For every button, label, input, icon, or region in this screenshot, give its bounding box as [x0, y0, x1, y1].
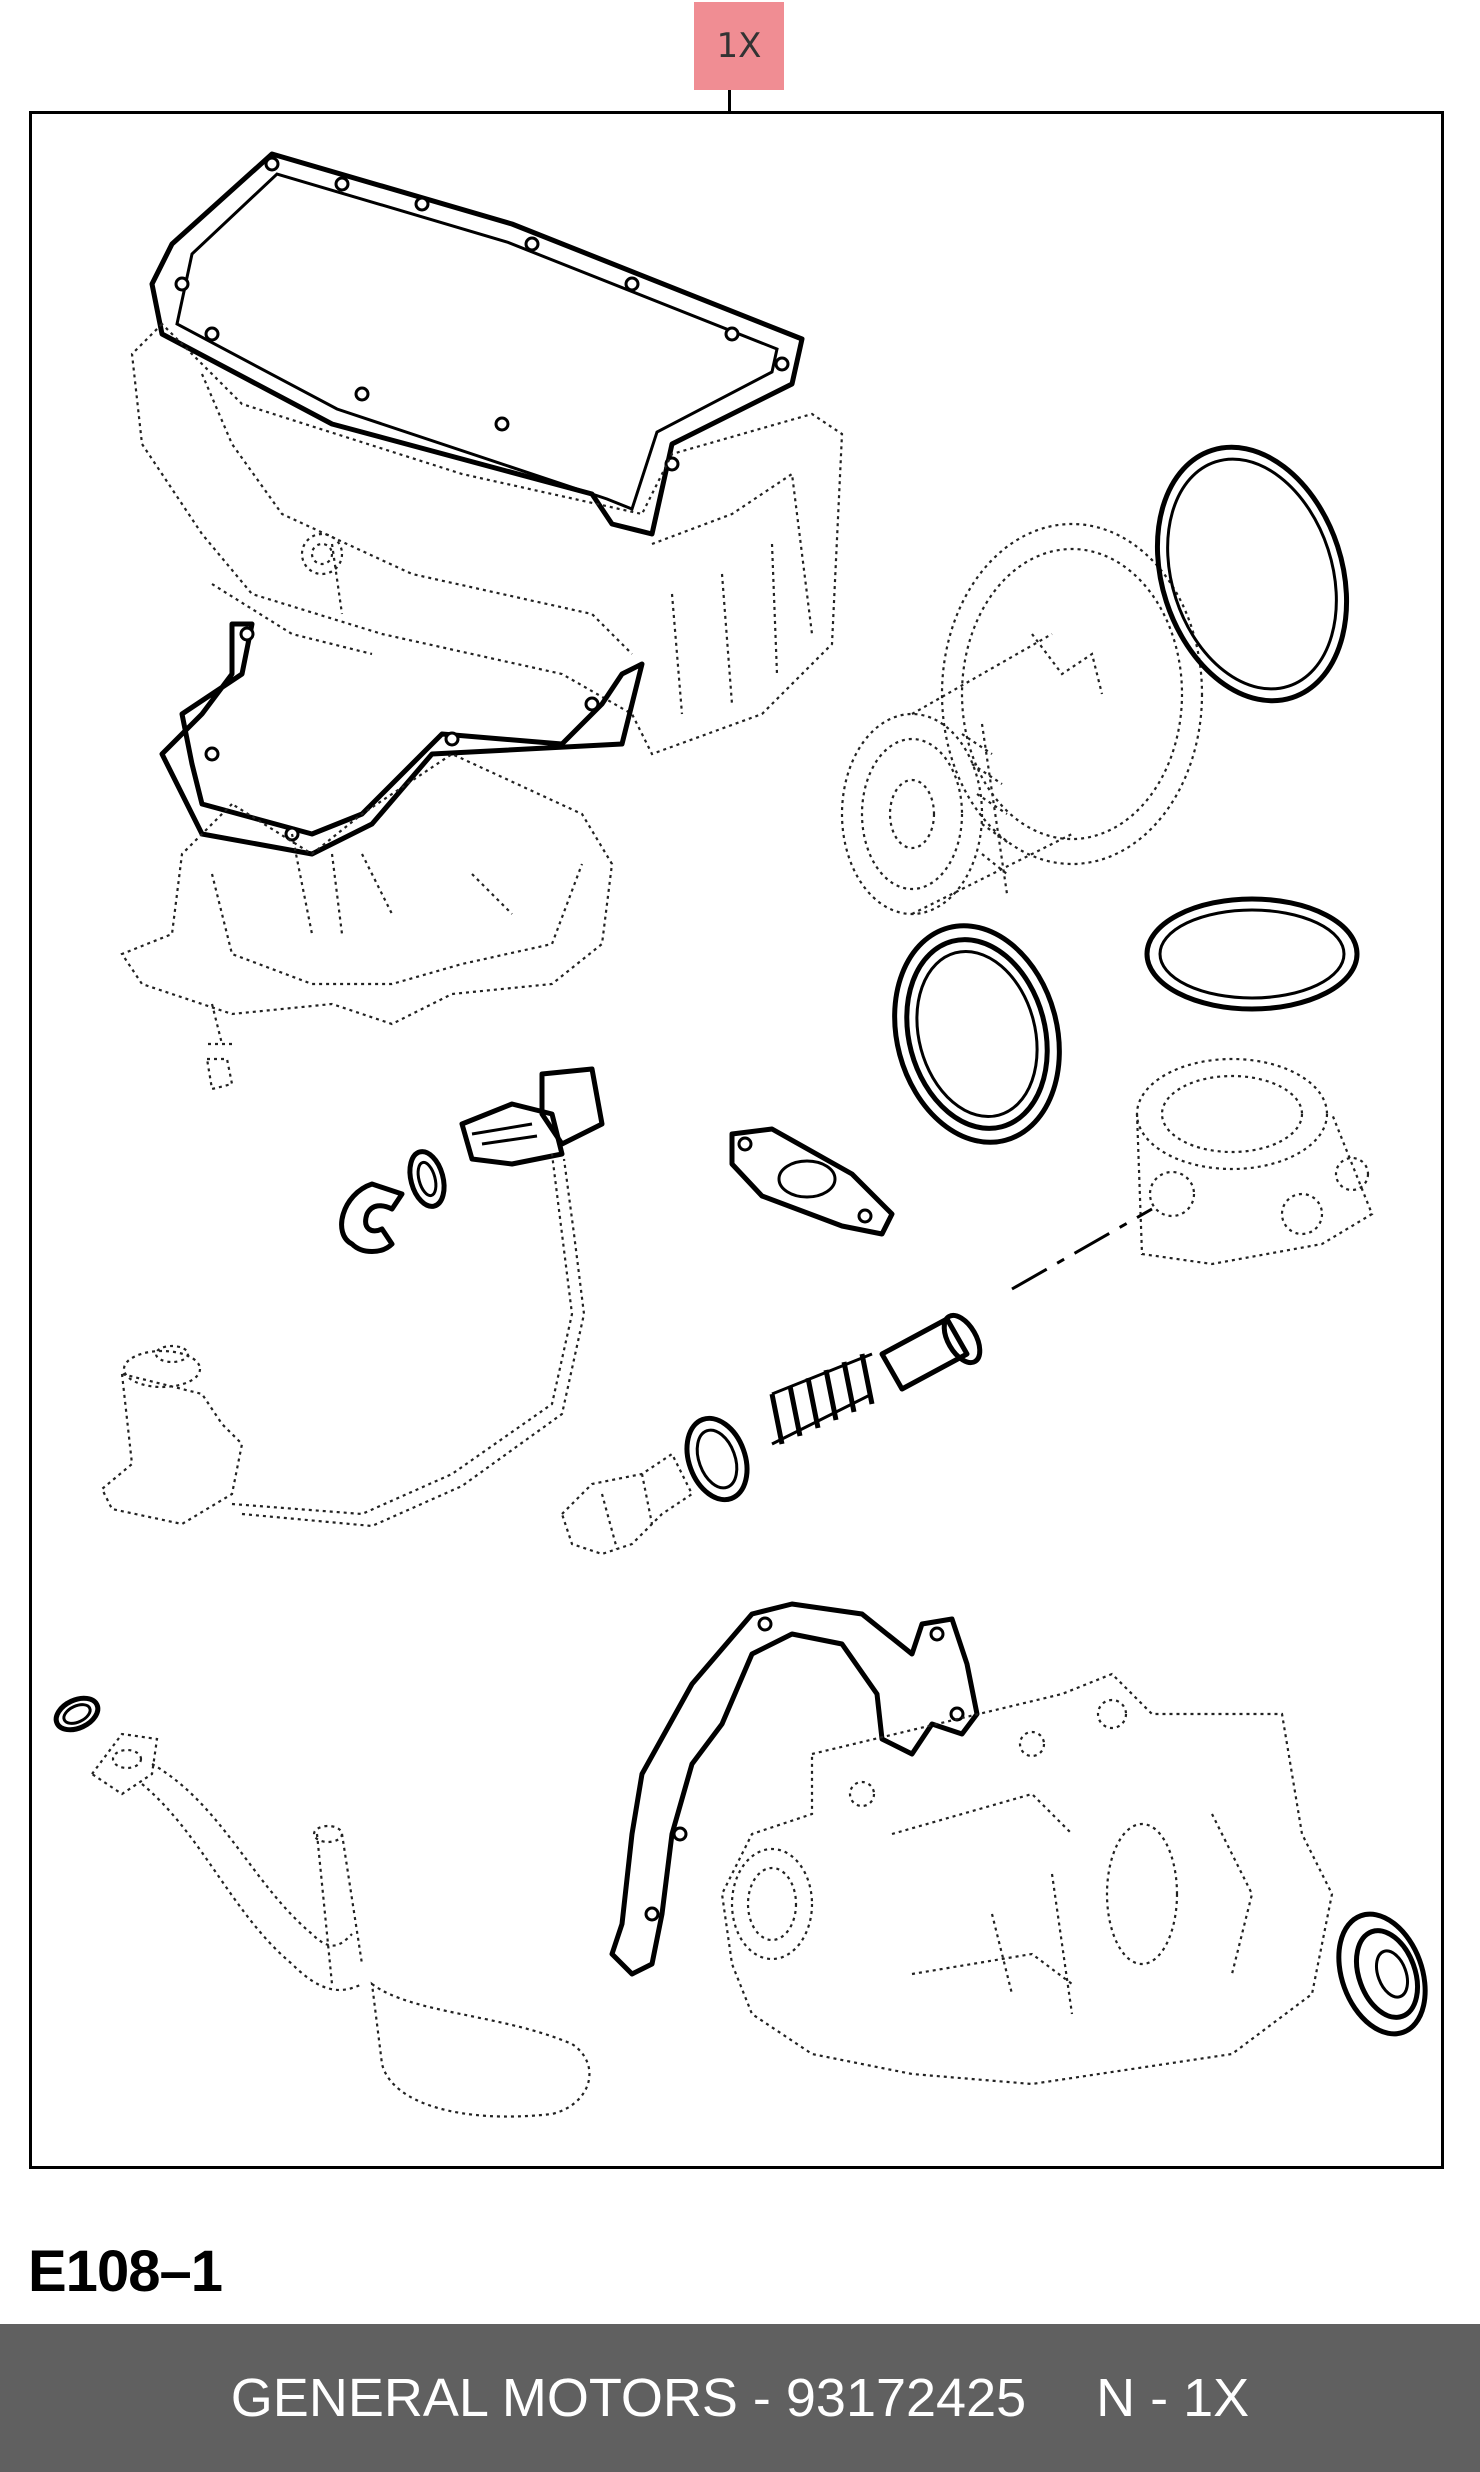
lower-oil-pan-gasket — [159, 621, 645, 857]
diagram-id: E108–1 — [28, 2239, 223, 2304]
assembly-axis-line — [1011, 1207, 1153, 1291]
footer-part-number: 93172425 — [785, 2368, 1027, 2428]
oil-pump-front-cover — [720, 1672, 1334, 2086]
crankshaft-seal-small — [1336, 1911, 1428, 2037]
pickup-tube-o-ring — [53, 1695, 101, 1733]
quantity-tag-leader — [728, 90, 731, 112]
relief-valve-plunger — [879, 1312, 983, 1392]
sensor-o-ring — [407, 1149, 447, 1209]
footer-bar: GENERAL MOTORS - 93172425 N - 1X — [0, 2324, 1480, 2472]
front-cover-gasket — [609, 1601, 980, 1977]
exploded-parts-drawing: .solid { fill: none; stroke: #000; strok… — [53, 151, 1428, 2118]
filter-housing-o-ring — [1144, 896, 1360, 1012]
flange-gasket — [729, 1126, 895, 1237]
footer-quantity: N - 1X — [1096, 2368, 1250, 2428]
footer-separator: - — [737, 2368, 786, 2428]
upper-oil-pan — [130, 322, 844, 756]
footer-brand: GENERAL MOTORS — [230, 2368, 738, 2428]
relief-valve-washer — [684, 1415, 750, 1503]
crankshaft-front-seal — [892, 923, 1062, 1145]
oil-filter-housing — [1135, 1057, 1374, 1266]
water-pump-o-ring — [1154, 444, 1350, 704]
oil-control-solenoid — [100, 1153, 586, 1528]
upper-oil-pan-gasket — [149, 151, 805, 537]
relief-valve-plug-bolt — [560, 1452, 694, 1556]
oil-pickup-tube — [90, 1732, 591, 2118]
sensor-connector — [459, 1066, 605, 1167]
water-pump — [840, 522, 1204, 916]
lower-oil-pan — [120, 752, 614, 1091]
quantity-tag-label: 1X — [716, 26, 762, 66]
relief-valve-spring — [769, 1352, 875, 1446]
retaining-clip — [339, 1181, 405, 1254]
quantity-tag: 1X — [694, 2, 784, 90]
parts-diagram-frame: .solid { fill: none; stroke: #000; strok… — [29, 111, 1444, 2169]
